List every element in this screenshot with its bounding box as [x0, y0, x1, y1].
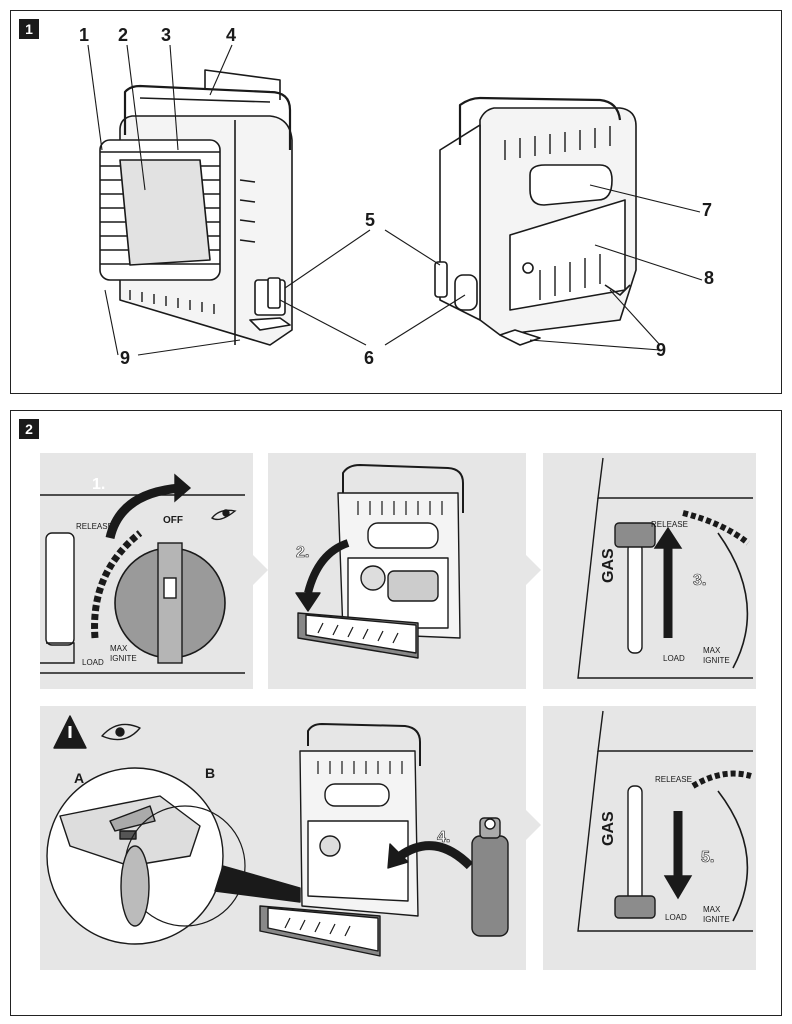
knob-ignite-label: IGNITE — [110, 654, 137, 663]
knob-off-label: OFF — [163, 515, 183, 526]
callout-1: 1 — [79, 25, 90, 45]
gauge-load-label: LOAD — [663, 654, 685, 663]
step-3-gauge-illustration: GAS RELEASE LOAD MAX IGNITE 3. — [577, 457, 753, 679]
callout-8: 8 — [704, 268, 715, 288]
step-3-tile — [543, 453, 756, 689]
step-5-label: 5. — [701, 849, 714, 866]
step-2-door-illustration: 2. — [295, 464, 464, 659]
detail-label-b: B — [205, 765, 215, 781]
step-2-label: 2. — [296, 544, 309, 561]
gauge-ignite-label: IGNITE — [703, 656, 730, 665]
step-4-cartridge-illustration: A B 4. — [46, 715, 509, 957]
callout-9-left: 9 — [120, 348, 131, 368]
gauge-max-label-2: MAX — [703, 905, 721, 914]
heater-views-illustration — [87, 44, 703, 356]
detail-label-a: A — [74, 770, 84, 786]
step-1-knob-illustration: 1. RELEASE OFF LOAD MAX IGNITE — [40, 473, 245, 674]
callout-9-right: 9 — [656, 340, 667, 360]
step-5-gauge-illustration: GAS RELEASE LOAD MAX IGNITE 5. — [577, 710, 753, 932]
chevron-right-icon-2 — [526, 555, 541, 585]
knob-load-label: LOAD — [82, 658, 104, 667]
callout-6: 6 — [364, 348, 375, 368]
callout-4: 4 — [226, 25, 237, 45]
figure-2-badge: 2 — [19, 419, 39, 439]
step-1-label: 1. — [92, 476, 105, 493]
gauge-ignite-label-2: IGNITE — [703, 915, 730, 924]
callout-5: 5 — [365, 210, 376, 230]
callout-3: 3 — [161, 25, 172, 45]
chevron-right-icon-3 — [526, 810, 541, 840]
gauge-release-label: RELEASE — [651, 520, 688, 529]
gauge-max-label: MAX — [703, 646, 721, 655]
step-3-label: 3. — [693, 572, 706, 589]
gauge-load-label-2: LOAD — [665, 913, 687, 922]
knob-release-label: RELEASE — [76, 522, 113, 531]
callout-2: 2 — [118, 25, 129, 45]
chevron-right-icon — [253, 555, 268, 585]
gauge-gas-label-2: GAS — [600, 811, 617, 846]
step-4-label: 4. — [437, 829, 450, 846]
figure-1-badge: 1 — [19, 19, 39, 39]
gauge-release-label-2: RELEASE — [655, 775, 692, 784]
callout-7: 7 — [702, 200, 713, 220]
knob-max-label: MAX — [110, 644, 128, 653]
gauge-gas-label: GAS — [600, 548, 617, 583]
